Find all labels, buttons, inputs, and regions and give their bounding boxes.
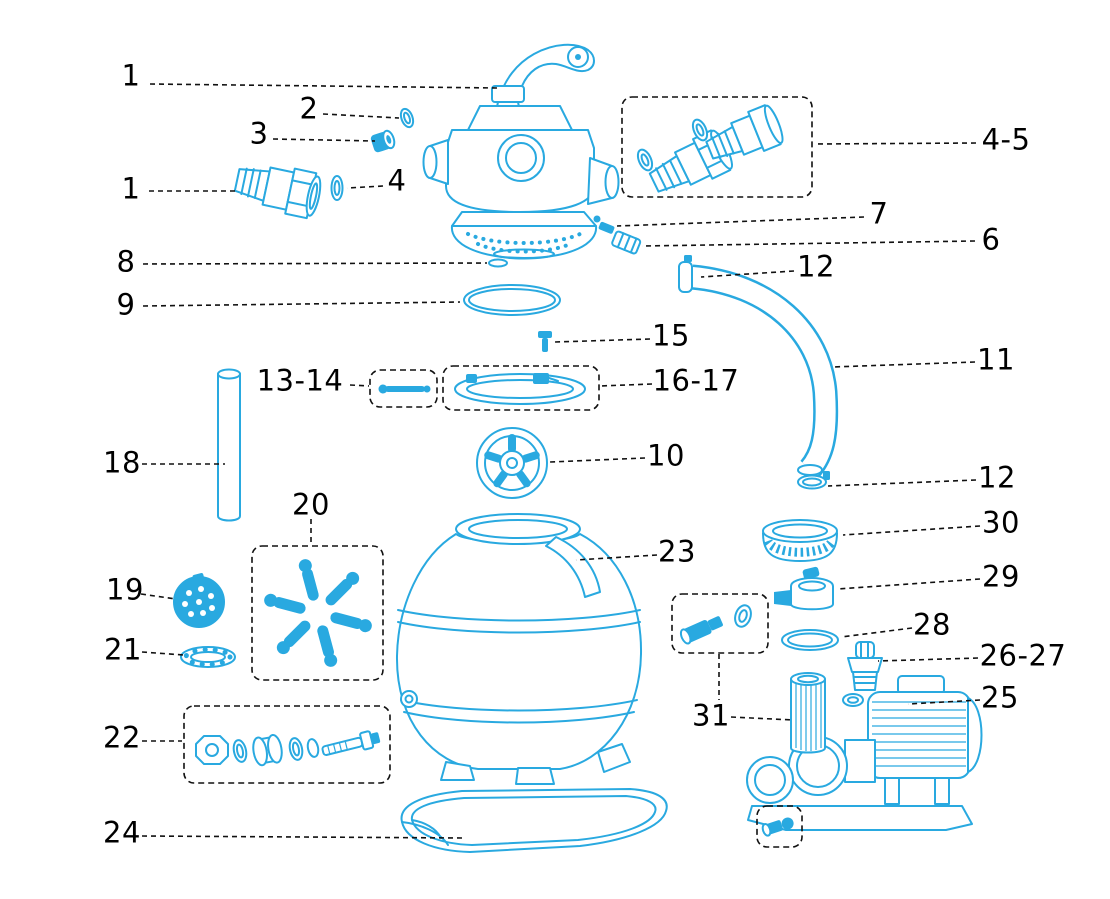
leader-ring-2 [322,113,400,119]
leader-wheel-10 [549,457,646,463]
oring-8-drawing [488,258,508,268]
leader-oring-28 [840,627,913,638]
leader-clamp-16-17 [599,383,653,387]
leader-clamp-12-bottom [827,479,977,487]
group-box-22 [183,705,391,784]
oring-28-drawing [781,629,839,651]
leader-tank-23 [575,554,658,561]
clamp-12-top-drawing [678,255,693,293]
leader-plug-3 [272,138,376,142]
group-box-20 [251,545,384,681]
oring-9-drawing [463,284,561,316]
group-box-pump-drain [756,805,803,848]
oring-4-drawing [330,175,344,201]
leader-hose-11 [831,361,976,368]
hose-adapter-1-drawing [233,166,344,220]
drain-parts-22-drawing [195,730,381,767]
plug-3-drawing [370,129,396,153]
bolt-15-drawing [538,331,552,352]
pump-drain-fitting-drawing [761,817,794,837]
leader-rod-13-14 [349,384,370,387]
leader-collar-30 [842,525,981,536]
hose-11-drawing [678,255,839,490]
pin-7-drawing [593,215,615,234]
parts-layer [173,43,983,853]
nut-6-drawing [611,230,642,255]
annotation-layer [140,83,981,848]
leader-bolt-15 [554,338,651,343]
clamp-12-bottom-drawing [797,471,830,490]
fitting-26-27-drawing [842,641,883,707]
tank-23-drawing [395,513,643,785]
ring-2-drawing [399,107,415,129]
leader-nut-6 [641,240,976,247]
leader-oring-8 [142,262,488,265]
ball-19-drawing [173,573,225,628]
wheel-10-drawing [476,427,548,499]
leader-ball-19 [140,593,177,600]
rod-13-14-drawing [378,384,431,394]
clamp-16-17-drawing [454,373,586,405]
leader-pump-25 [907,699,981,705]
group-box-16-17 [442,365,600,411]
fitting-29-drawing [774,566,834,611]
laterals-20-drawing [264,559,372,667]
group-box-13-14 [369,369,438,408]
leader-adapters-4-5 [813,142,977,145]
group-box-4-5 [621,96,813,198]
leader-oring-4 [346,185,384,189]
leader-fitting-29 [837,578,981,590]
leader-cartridge-31-1 [730,716,794,721]
pad-24-drawing [400,788,668,853]
leader-gasket-21 [141,651,185,656]
collar-30-drawing [762,519,838,562]
cartridge-31-drawing [790,672,826,754]
adapters-4-5-drawing [636,104,784,193]
leader-pin-7 [616,216,865,227]
leader-fitting-26-27 [877,657,979,662]
leader-valve-handle [149,83,499,89]
leader-clamp-12-top [700,270,795,278]
gasket-21-drawing [180,646,236,668]
multiport-valve-drawing [422,43,620,260]
standpipe-18-drawing [217,368,241,522]
pump-25-drawing [746,675,983,831]
inlet-fitting-31-drawing [679,604,752,645]
group-box-31 [671,593,769,654]
leader-oring-9 [142,301,461,307]
